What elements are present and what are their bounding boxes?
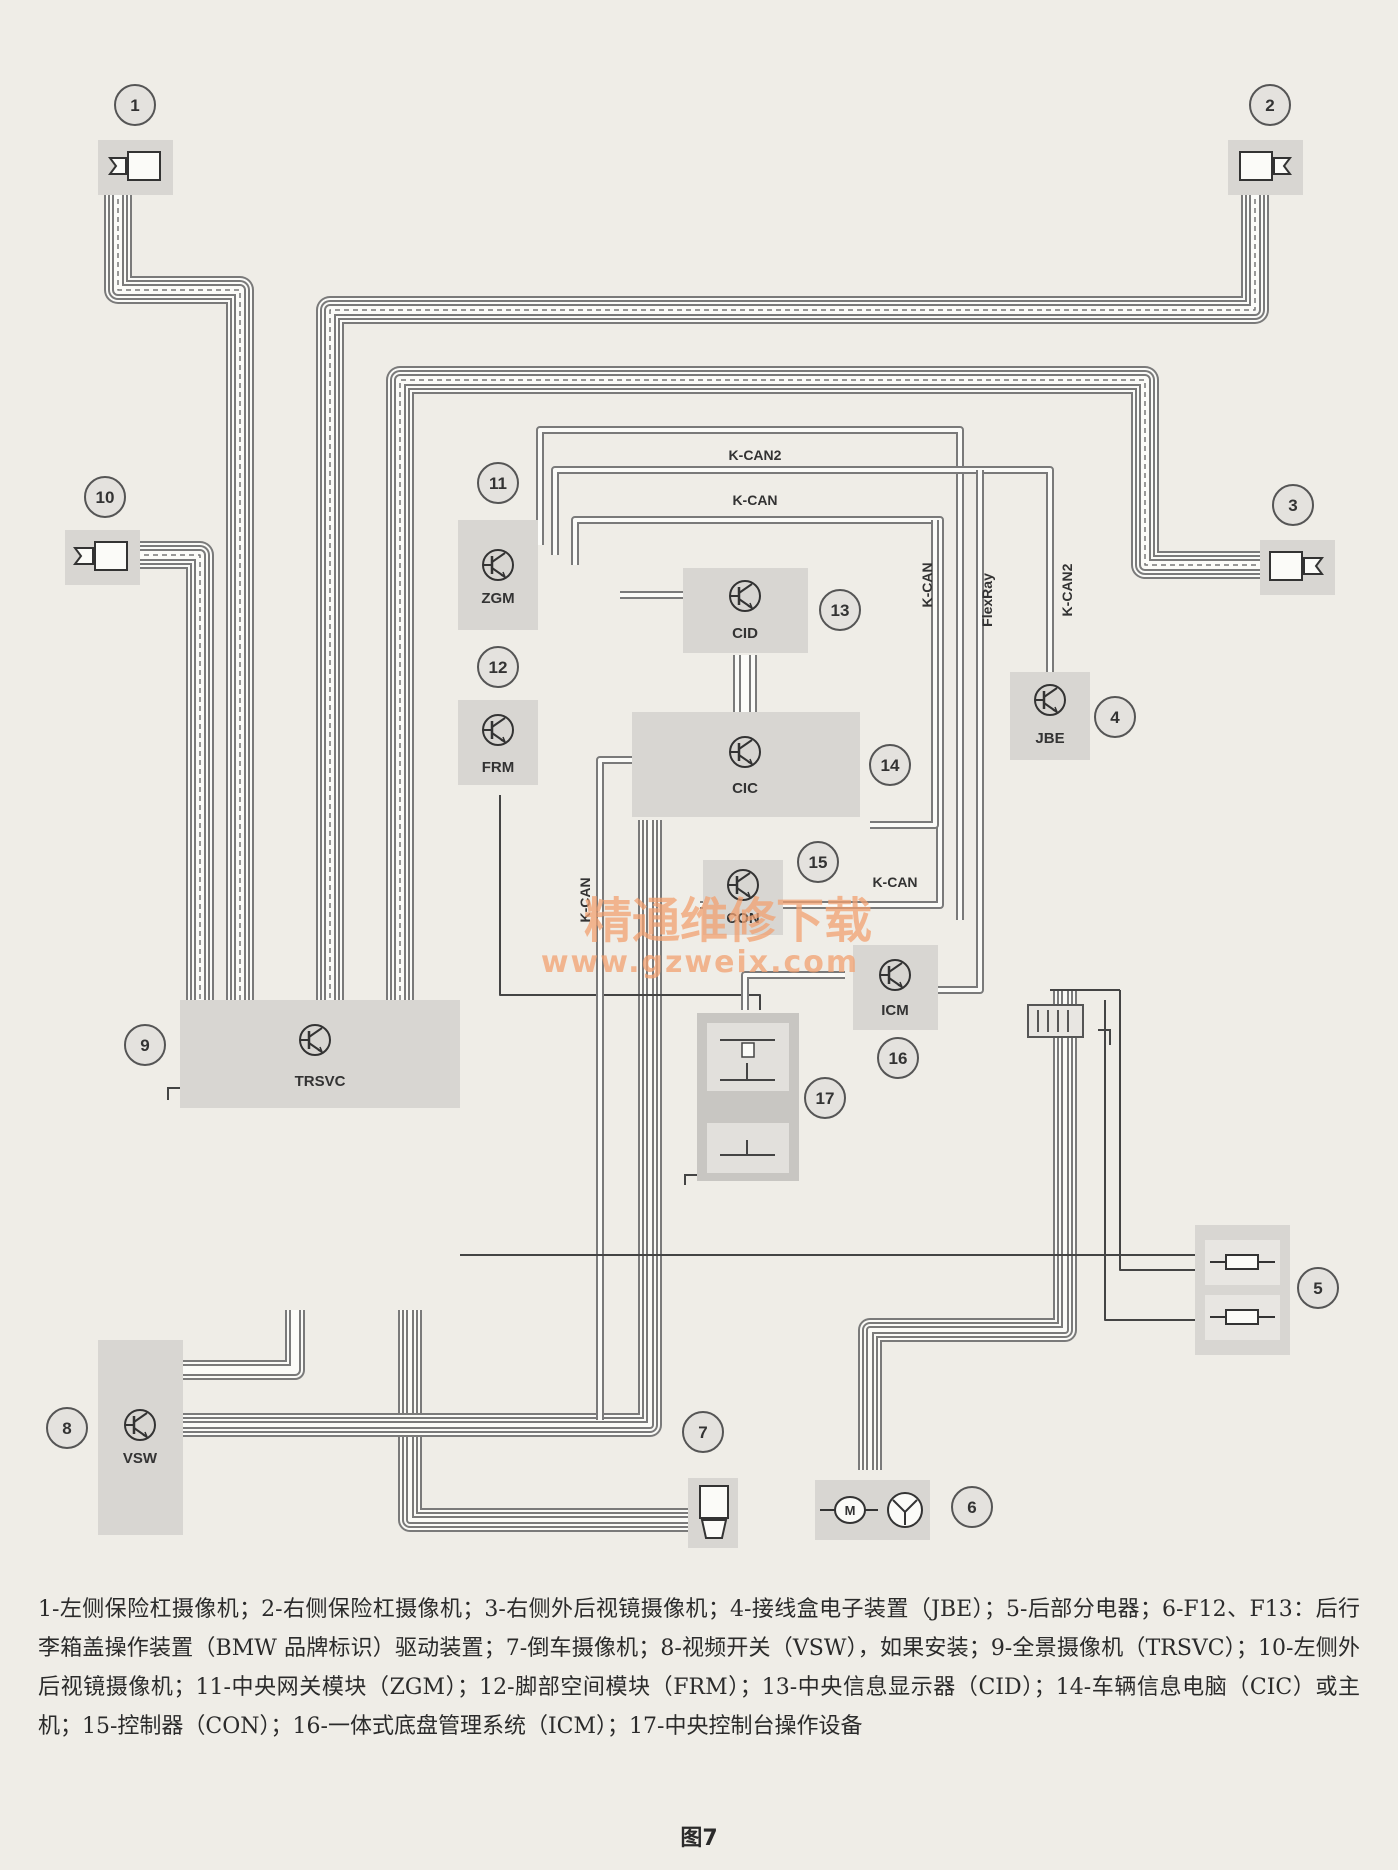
wire-bundle-camera-7 [398,1310,690,1532]
callout-5: 5 [1297,1267,1339,1309]
callout-6: 6 [951,1486,993,1528]
callout-3: 3 [1272,484,1314,526]
svg-text:17: 17 [816,1089,835,1108]
wire-distributor [460,989,1210,1321]
svg-text:4: 4 [1110,708,1120,727]
cic-label: CIC [732,780,758,797]
svg-text:12: 12 [489,658,508,677]
svg-text:15: 15 [809,853,828,872]
fuse-connector [1027,1004,1111,1045]
zgm-label: ZGM [481,590,514,607]
svg-text:9: 9 [140,1036,149,1055]
callout-7: 7 [682,1411,724,1453]
zgm-module: ZGM [458,520,538,630]
svg-text:16: 16 [889,1049,908,1068]
svg-text:5: 5 [1313,1279,1322,1298]
trunk-lid-drive: M [815,1480,930,1540]
callout-14: 14 [869,744,911,786]
cid-label: CID [732,625,758,642]
callouts: 1 2 3 4 5 6 7 8 9 10 11 12 13 14 15 16 1… [46,84,1339,1528]
k-can-top-label: K-CAN [732,492,777,508]
right-mirror-camera [1260,540,1335,595]
svg-text:3: 3 [1288,496,1297,515]
figure-caption: 1-左侧保险杠摄像机；2-右侧保险杠摄像机；3-右侧外后视镜摄像机；4-接线盒电… [38,1597,1360,1739]
callout-8: 8 [46,1407,88,1449]
cic-module: CIC [632,712,860,817]
watermark-line-1: 精通维修下载 [584,893,872,949]
vsw-module: VSW [98,1340,183,1535]
callout-17: 17 [804,1077,846,1119]
frm-label: FRM [482,759,515,776]
callout-9: 9 [124,1024,166,1066]
watermark: 精通维修下载 www.gzweix.com [541,893,872,980]
con-label: CON [726,910,759,927]
callout-1: 1 [114,84,156,126]
jbe-module: JBE [1010,672,1090,760]
k-can2-vertical-label: K-CAN2 [1059,563,1075,616]
callout-16: 16 [877,1037,919,1079]
center-console-controls [684,1013,799,1185]
k-can-lower-label: K-CAN [872,874,917,890]
wire-bundles [104,190,1269,1532]
svg-text:13: 13 [831,601,850,620]
left-mirror-camera [65,530,140,585]
svg-text:8: 8 [62,1419,71,1438]
trsvc-module: TRSVC [167,1000,460,1108]
jbe-label: JBE [1035,730,1064,747]
icm-module: ICM [853,945,938,1030]
wiring-diagram: ZGM FRM CID CIC CON ICM JBE [46,84,1339,1548]
k-can-vertical-label: K-CAN [919,562,935,607]
bus-labels: K-CAN2 K-CAN K-CAN FlexRay K-CAN2 K-CAN … [577,447,1075,923]
svg-text:1: 1 [130,96,139,115]
callout-15: 15 [797,841,839,883]
callout-2: 2 [1249,84,1291,126]
svg-text:6: 6 [967,1498,976,1517]
callout-13: 13 [819,589,861,631]
wire-bundle-trsvc-vsw [180,1310,305,1380]
k-can-left-vertical-label: K-CAN [577,877,593,922]
wire-bundle-camera-2 [316,190,1269,1000]
watermark-line-2: www.gzweix.com [541,945,859,980]
wire-bundle-distributor-motor [858,990,1077,1470]
bus-k-can [499,516,944,1420]
wire-bundle-camera-3 [386,366,1265,1000]
flexray-label: FlexRay [979,573,995,627]
motor-symbol: M [845,1503,856,1518]
bus-k-can2 [536,426,964,920]
wire-bundle-vsw-cic [180,820,662,1437]
svg-text:10: 10 [96,488,115,507]
left-bumper-camera [98,140,173,195]
figure-label: 图7 [680,1826,718,1851]
right-bumper-camera [1228,140,1303,195]
reversing-camera [688,1478,738,1548]
rear-distributor [1195,1225,1290,1355]
svg-text:11: 11 [489,474,507,493]
callout-10: 10 [84,476,126,518]
svg-text:2: 2 [1265,96,1274,115]
callout-12: 12 [477,646,519,688]
wire-bundle-camera-1 [104,190,254,1000]
con-module: CON [703,860,783,935]
callout-11: 11 [477,462,519,504]
k-can2-top-label: K-CAN2 [729,447,782,463]
wire-bundle-camera-10 [135,541,214,1000]
svg-text:14: 14 [881,756,900,775]
cid-module: CID [683,568,808,653]
frm-module: FRM [458,700,538,785]
svg-text:7: 7 [698,1423,707,1442]
icm-label: ICM [881,1002,909,1019]
vsw-label: VSW [123,1450,158,1467]
trsvc-label: TRSVC [295,1073,346,1090]
callout-4: 4 [1094,696,1136,738]
wire-console [741,971,845,1010]
